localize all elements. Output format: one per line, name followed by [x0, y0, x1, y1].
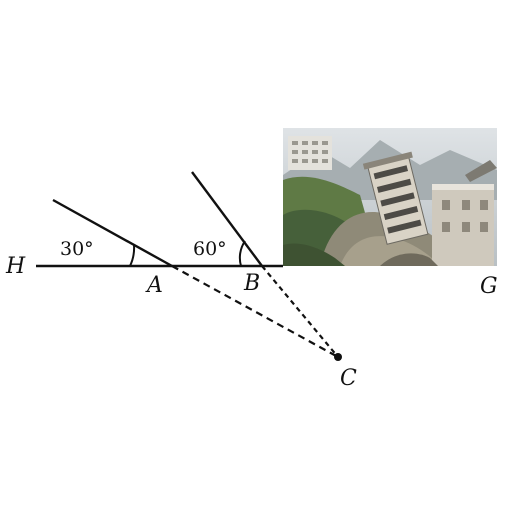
- point-C: [334, 353, 342, 361]
- dashed-AC: [171, 265, 339, 358]
- label-G: G: [480, 274, 498, 299]
- dashed-BC: [261, 265, 339, 358]
- collapsed-building-photo: [283, 128, 497, 266]
- ray-B: [191, 171, 263, 267]
- angle-arc-A: [129, 244, 136, 267]
- label-C: C: [340, 366, 357, 391]
- label-A: A: [145, 273, 163, 298]
- angle-label-B: 60°: [193, 238, 227, 260]
- angle-arc-B: [238, 240, 246, 267]
- angle-label-A: 30°: [60, 238, 94, 260]
- label-B: B: [243, 271, 260, 296]
- label-H: H: [5, 254, 26, 279]
- ray-A: [52, 198, 173, 268]
